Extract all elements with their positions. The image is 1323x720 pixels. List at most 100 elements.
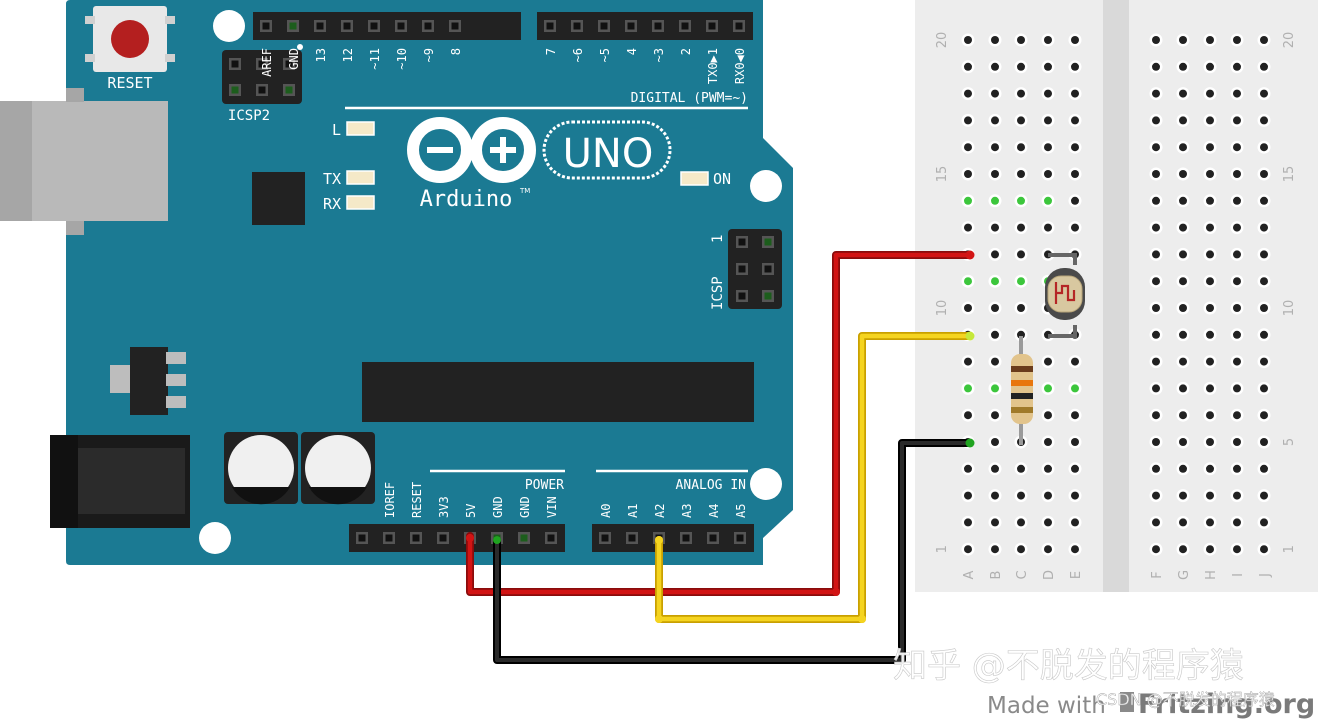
breadboard-hole — [1068, 167, 1082, 181]
breadboard-hole — [961, 301, 975, 315]
zhihu-watermark: 知乎 @不脱发的程序猿 — [893, 646, 1244, 686]
breadboard-hole — [1230, 542, 1244, 556]
breadboard-hole — [1041, 167, 1055, 181]
breadboard-hole — [1176, 247, 1190, 261]
icsp-pin — [762, 263, 774, 275]
header-pin — [437, 532, 449, 544]
digital-header-left — [253, 12, 521, 40]
breadboard-hole — [1176, 462, 1190, 476]
icsp-pin — [762, 290, 774, 302]
breadboard-hole — [1176, 542, 1190, 556]
breadboard-hole — [1257, 542, 1271, 556]
breadboard-hole — [988, 515, 1002, 529]
breadboard-hole — [1149, 301, 1163, 315]
digital-pin-label: 13 — [314, 48, 328, 62]
led-tx — [346, 170, 375, 185]
analog-pin-label: A4 — [707, 504, 721, 518]
power-pin-label: GND — [491, 496, 505, 518]
breadboard-hole — [1203, 113, 1217, 127]
breadboard-hole — [988, 140, 1002, 154]
reset-button[interactable] — [85, 6, 175, 72]
breadboard-hole — [1014, 247, 1028, 261]
header-pin — [395, 20, 407, 32]
breadboard-hole — [1203, 301, 1217, 315]
breadboard-hole — [1176, 221, 1190, 235]
breadboard-hole — [1203, 408, 1217, 422]
header-pin — [680, 532, 692, 544]
breadboard-hole — [988, 167, 1002, 181]
digital-pin-label: 2 — [679, 48, 693, 55]
power-header — [349, 524, 565, 552]
header-pin — [356, 532, 368, 544]
breadboard-hole — [1068, 194, 1082, 208]
breadboard-column-letter: D — [1042, 570, 1057, 580]
breadboard-hole — [1257, 515, 1271, 529]
breadboard-hole — [1203, 167, 1217, 181]
header-pin — [341, 20, 353, 32]
breadboard-hole — [1041, 381, 1055, 395]
header-pin — [733, 20, 745, 32]
breadboard-hole — [1014, 194, 1028, 208]
breadboard-hole — [1041, 408, 1055, 422]
icsp2-pin — [256, 84, 268, 96]
digital-pin-label: GND — [287, 48, 301, 70]
breadboard-hole — [961, 381, 975, 395]
breadboard-hole — [1041, 221, 1055, 235]
breadboard-hole — [1257, 167, 1271, 181]
breadboard-hole — [1203, 328, 1217, 342]
breadboard-hole — [1203, 542, 1217, 556]
breadboard-hole — [1230, 381, 1244, 395]
breadboard-hole — [1149, 274, 1163, 288]
breadboard-hole — [1176, 194, 1190, 208]
breadboard-hole — [1068, 515, 1082, 529]
capacitor — [301, 432, 375, 505]
led-rx-label: RX — [323, 195, 341, 213]
breadboard-hole — [1176, 328, 1190, 342]
header-pin — [625, 20, 637, 32]
breadboard-hole — [1257, 462, 1271, 476]
csdn-watermark: CSDN @不脱发的程序猿 — [1096, 690, 1275, 709]
breadboard-hole — [961, 274, 975, 288]
breadboard-hole — [1257, 328, 1271, 342]
mounting-hole — [199, 522, 231, 554]
breadboard-hole — [1149, 140, 1163, 154]
power-pin-label: 3V3 — [437, 496, 451, 518]
breadboard-hole — [1041, 515, 1055, 529]
breadboard-hole — [1230, 247, 1244, 261]
breadboard-column-letter: E — [1069, 571, 1084, 579]
digital-pin-label: ~11 — [368, 48, 382, 70]
icsp-header — [728, 229, 782, 309]
mounting-hole — [750, 468, 782, 500]
header-pin — [707, 532, 719, 544]
breadboard-hole — [1230, 355, 1244, 369]
breadboard-hole — [988, 87, 1002, 101]
icsp2-header — [222, 44, 303, 104]
breadboard-column-letter: A — [962, 570, 977, 579]
breadboard-hole — [1257, 60, 1271, 74]
breadboard-row-number: 10 — [1282, 300, 1297, 317]
breadboard-hole — [1230, 328, 1244, 342]
breadboard-hole — [1203, 462, 1217, 476]
header-pin — [652, 20, 664, 32]
breadboard-row-number: 1 — [1282, 545, 1297, 553]
breadboard-hole — [1068, 60, 1082, 74]
mounting-hole — [750, 170, 782, 202]
breadboard-hole — [1230, 274, 1244, 288]
breadboard-hole — [961, 113, 975, 127]
header-pin — [260, 20, 272, 32]
breadboard-hole — [988, 542, 1002, 556]
digital-pin-label: ~3 — [652, 48, 666, 62]
icsp-label: ICSP — [710, 276, 726, 310]
breadboard-hole — [1149, 247, 1163, 261]
breadboard-hole — [1014, 301, 1028, 315]
breadboard-hole — [1257, 355, 1271, 369]
breadboard-hole — [1203, 515, 1217, 529]
breadboard-hole — [1068, 140, 1082, 154]
header-pin — [679, 20, 691, 32]
breadboard-hole — [1176, 87, 1190, 101]
breadboard-hole — [1230, 33, 1244, 47]
breadboard-hole — [1230, 435, 1244, 449]
breadboard-hole — [1230, 140, 1244, 154]
breadboard-hole — [1257, 489, 1271, 503]
header-pin — [571, 20, 583, 32]
